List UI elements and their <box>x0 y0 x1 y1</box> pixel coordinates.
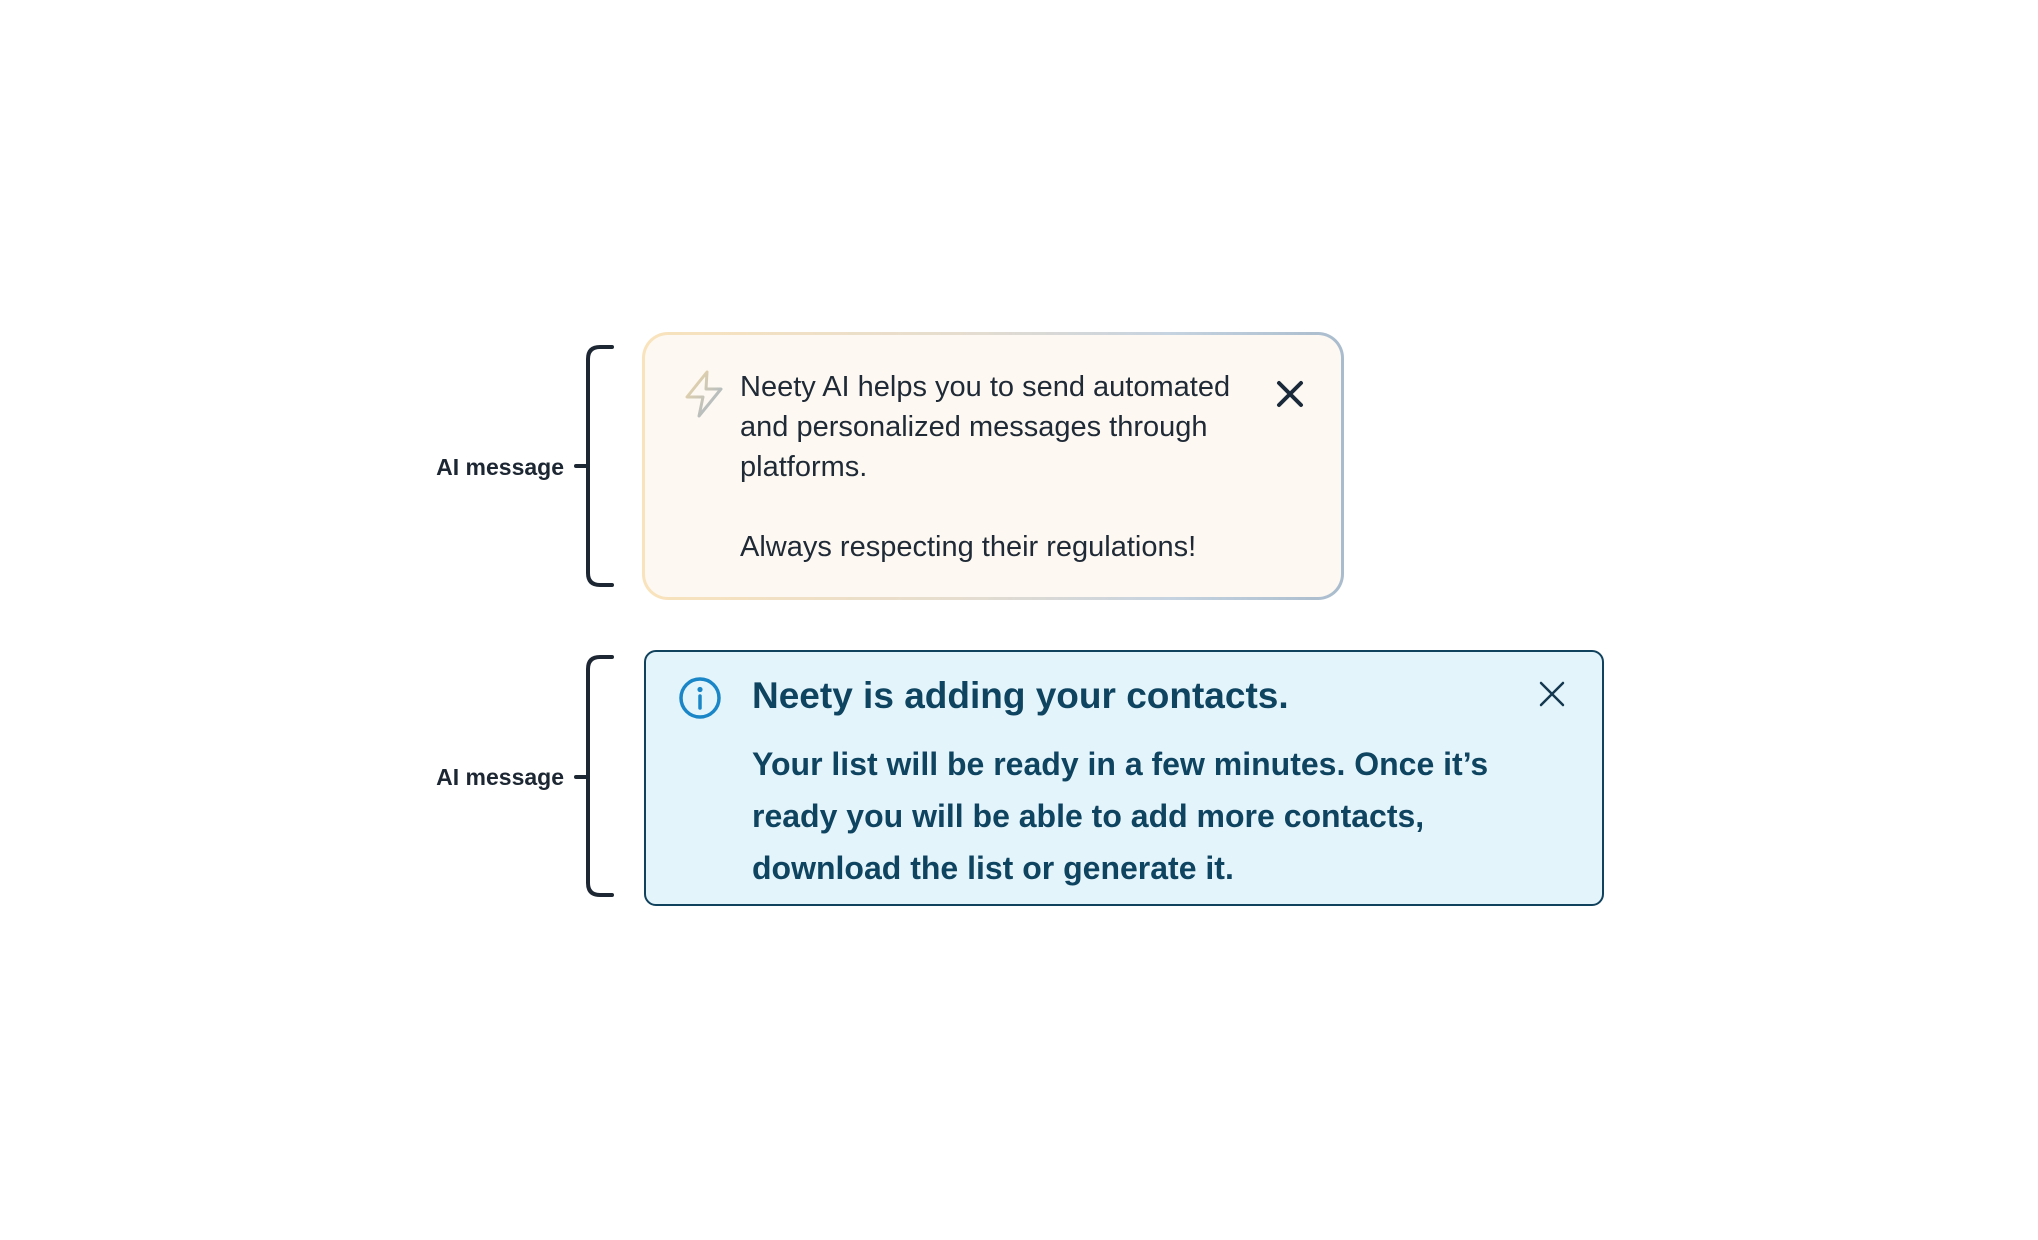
annotation-bracket <box>574 655 614 897</box>
ai-message-paragraph: Neety AI helps you to send automated and… <box>740 371 1231 483</box>
info-message-title: Neety is adding your contacts. <box>752 675 1289 716</box>
annotation-label-ai-message: AI message <box>436 764 564 790</box>
ai-message-card: Neety AI helps you to send automated and… <box>642 332 1344 600</box>
info-message-body: Your list will be ready in a few minutes… <box>752 746 1489 886</box>
ai-message-text: Neety AI helps you to send automated and… <box>740 367 1250 567</box>
annotation-bracket <box>574 345 614 587</box>
ai-message-paragraph: Always respecting their regulations! <box>740 531 1197 563</box>
annotation-label-ai-message: AI message <box>436 454 564 480</box>
info-icon <box>679 677 721 719</box>
close-icon[interactable] <box>1534 676 1570 712</box>
lightning-bolt-icon <box>685 370 723 418</box>
info-message-card: Neety is adding your contacts. Your list… <box>644 650 1604 906</box>
close-icon[interactable] <box>1271 375 1309 413</box>
